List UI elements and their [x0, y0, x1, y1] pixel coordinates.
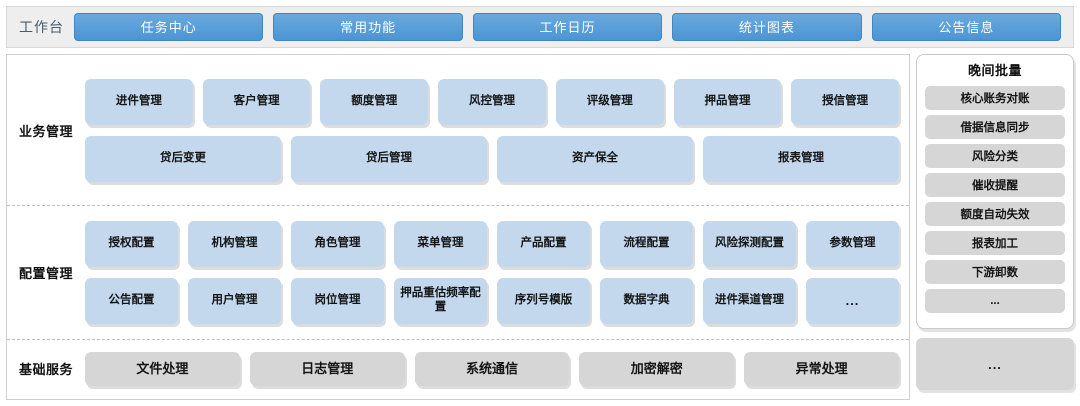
module-tile[interactable]: 产品配置 [497, 221, 590, 267]
module-tile[interactable]: 岗位管理 [291, 278, 384, 324]
module-tile[interactable]: 进件管理 [85, 78, 193, 125]
tile-row: 公告配置用户管理岗位管理押品重估频率配置序列号模版数据字典进件渠道管理... [85, 278, 899, 324]
module-tile[interactable]: 额度管理 [320, 78, 429, 125]
module-tile[interactable]: 进件渠道管理 [703, 278, 796, 324]
batch-job-item[interactable]: 报表加工 [925, 231, 1065, 255]
module-tile[interactable]: 客户管理 [202, 78, 311, 125]
module-tile[interactable]: ... [806, 278, 899, 324]
band-label-basic-services: 基础服务 [18, 362, 73, 377]
batch-job-item[interactable]: 借据信息同步 [925, 115, 1065, 139]
module-tile[interactable]: 风控管理 [438, 78, 546, 125]
module-tile[interactable]: 日志管理 [249, 351, 405, 386]
top-toolbar-button-1[interactable]: 任务中心 [74, 13, 264, 41]
module-tile[interactable]: 数据字典 [600, 278, 693, 324]
module-tile[interactable]: 押品管理 [673, 78, 782, 125]
tile-row: 文件处理日志管理系统通信加密解密异常处理 [85, 351, 899, 386]
module-tile[interactable]: 授权配置 [85, 221, 178, 267]
module-tile[interactable]: 公告配置 [85, 278, 178, 324]
module-tile[interactable]: 资产保全 [497, 135, 693, 182]
sidebar-more-button[interactable]: ... [916, 338, 1074, 390]
module-tile[interactable]: 文件处理 [85, 351, 240, 386]
night-batch-title: 晚间批量 [967, 63, 1022, 78]
night-batch-card: 晚间批量 核心账务对账借据信息同步风险分类催收提醒额度自动失效报表加工下游卸数.… [916, 54, 1074, 329]
module-tile[interactable]: 用户管理 [188, 278, 281, 324]
band-rows-configuration-management: 授权配置机构管理角色管理菜单管理产品配置流程配置风险探测配置参数管理公告配置用户… [85, 221, 899, 324]
module-tile[interactable]: 报表管理 [703, 135, 899, 182]
batch-jobs-sidebar: 晚间批量 核心账务对账借据信息同步风险分类催收提醒额度自动失效报表加工下游卸数.… [916, 54, 1074, 400]
module-tile[interactable]: 加密解密 [579, 351, 735, 386]
top-toolbar-button-2[interactable]: 常用功能 [273, 13, 463, 41]
band-rows-business-management: 进件管理客户管理额度管理风控管理评级管理押品管理授信管理贷后变更贷后管理资产保全… [85, 78, 900, 182]
night-batch-list: 核心账务对账借据信息同步风险分类催收提醒额度自动失效报表加工下游卸数... [925, 86, 1065, 313]
workbench-title: 工作台 [19, 19, 64, 35]
top-toolbar-button-4[interactable]: 统计图表 [672, 13, 862, 41]
modules-panel: 业务管理进件管理客户管理额度管理风控管理评级管理押品管理授信管理贷后变更贷后管理… [6, 54, 910, 400]
module-tile[interactable]: 序列号模版 [497, 278, 590, 324]
module-tile[interactable]: 菜单管理 [394, 221, 487, 267]
top-toolbar-button-3[interactable]: 工作日历 [472, 13, 663, 41]
band-configuration-management: 配置管理授权配置机构管理角色管理菜单管理产品配置流程配置风险探测配置参数管理公告… [7, 205, 909, 339]
top-toolbar: 工作台 任务中心常用功能工作日历统计图表公告信息 [6, 6, 1074, 48]
module-tile[interactable]: 评级管理 [555, 78, 664, 125]
band-label-configuration-management: 配置管理 [18, 266, 73, 281]
batch-job-item[interactable]: ... [925, 289, 1065, 313]
module-tile[interactable]: 参数管理 [806, 221, 899, 267]
module-tile[interactable]: 贷后变更 [85, 135, 281, 182]
module-tile[interactable]: 授信管理 [791, 78, 900, 125]
module-tile[interactable]: 流程配置 [600, 221, 693, 267]
band-label-business-management: 业务管理 [18, 123, 73, 139]
band-business-management: 业务管理进件管理客户管理额度管理风控管理评级管理押品管理授信管理贷后变更贷后管理… [7, 55, 909, 205]
module-tile[interactable]: 风险探测配置 [703, 221, 796, 267]
module-tile[interactable]: 机构管理 [188, 221, 281, 267]
tile-row: 进件管理客户管理额度管理风控管理评级管理押品管理授信管理 [85, 78, 900, 125]
module-tile[interactable]: 押品重估频率配置 [394, 278, 487, 324]
module-tile[interactable]: 系统通信 [414, 351, 570, 386]
top-toolbar-button-5[interactable]: 公告信息 [871, 13, 1062, 41]
module-tile[interactable]: 异常处理 [744, 351, 899, 386]
module-tile[interactable]: 贷后管理 [291, 135, 487, 182]
batch-job-item[interactable]: 额度自动失效 [925, 202, 1065, 226]
top-toolbar-buttons: 任务中心常用功能工作日历统计图表公告信息 [74, 13, 1062, 41]
batch-job-item[interactable]: 核心账务对账 [925, 86, 1065, 110]
module-tile[interactable]: 角色管理 [291, 221, 384, 267]
tile-row: 授权配置机构管理角色管理菜单管理产品配置流程配置风险探测配置参数管理 [85, 221, 899, 267]
batch-job-item[interactable]: 下游卸数 [925, 260, 1065, 284]
tile-row: 贷后变更贷后管理资产保全报表管理 [85, 135, 899, 182]
band-rows-basic-services: 文件处理日志管理系统通信加密解密异常处理 [85, 351, 899, 386]
band-basic-services: 基础服务文件处理日志管理系统通信加密解密异常处理 [7, 339, 909, 397]
batch-job-item[interactable]: 催收提醒 [925, 173, 1065, 197]
batch-job-item[interactable]: 风险分类 [925, 144, 1065, 168]
